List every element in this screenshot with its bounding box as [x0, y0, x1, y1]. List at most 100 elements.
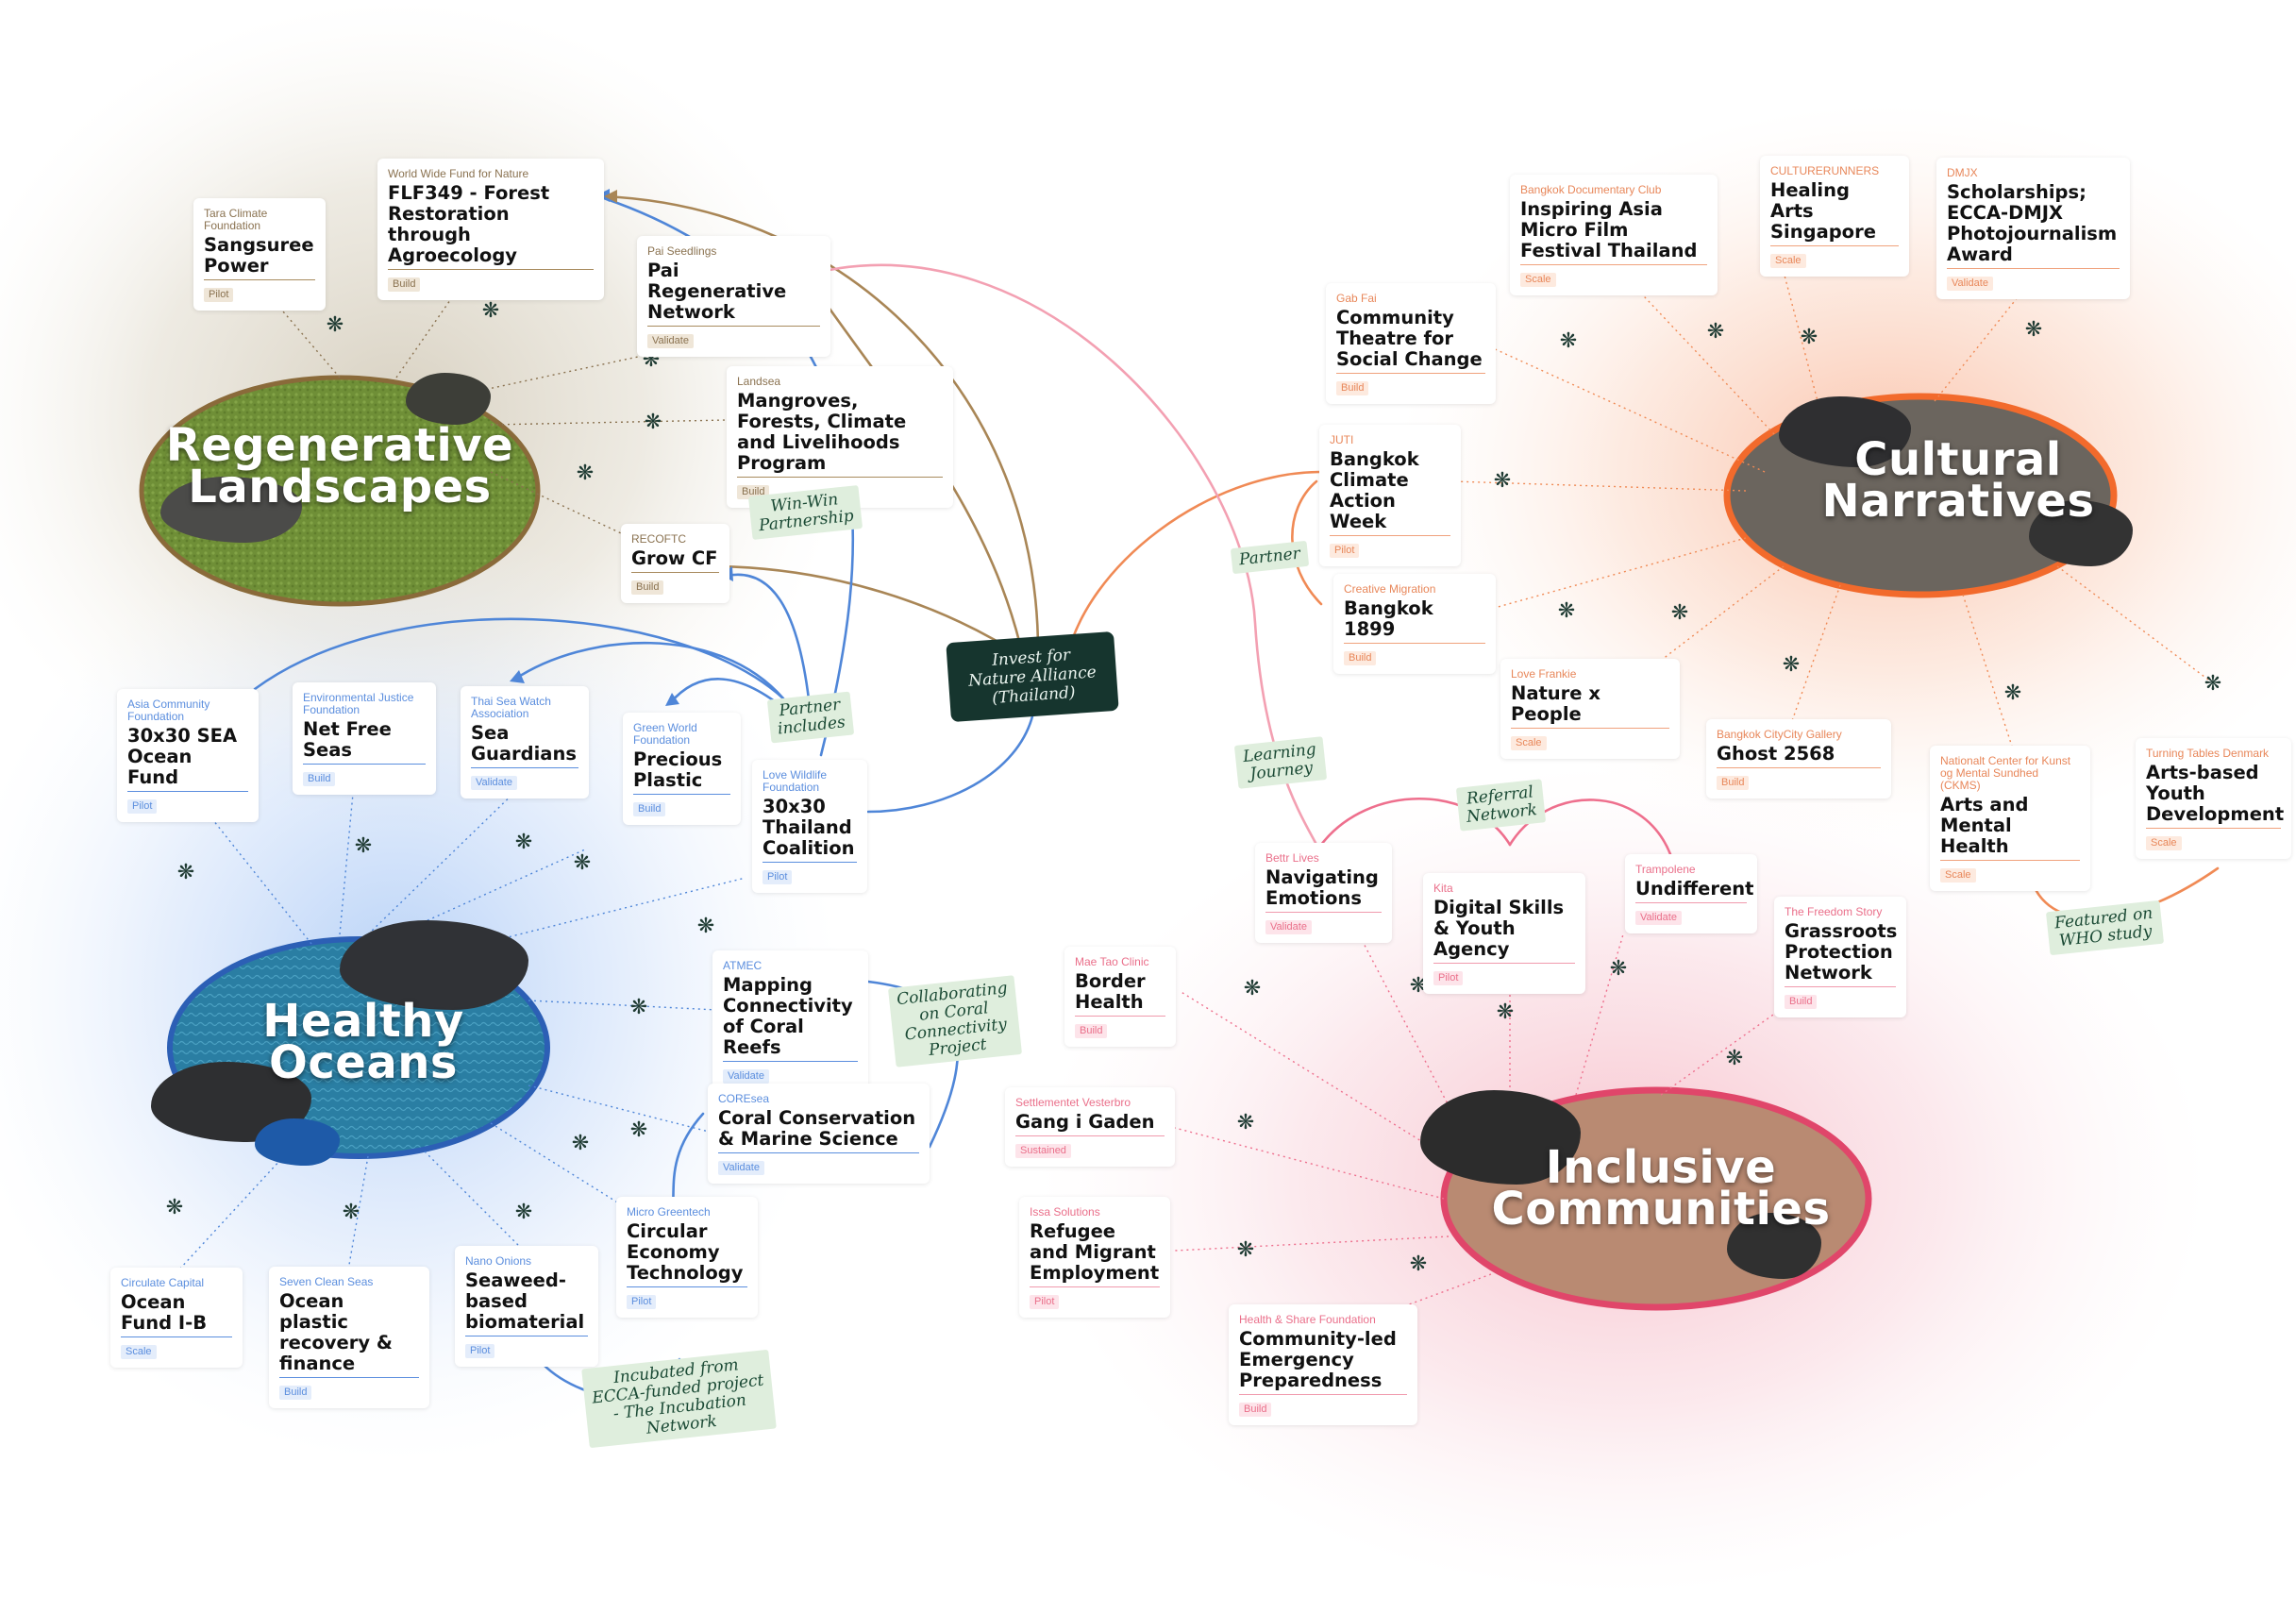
stage-badge: Pilot: [1433, 971, 1463, 985]
project-title: 30x30 SEA Ocean Fund: [127, 726, 248, 792]
asterisk-icon: ❋: [1495, 1002, 1516, 1023]
stage-badge: Pilot: [1330, 544, 1359, 558]
asterisk-icon: ❋: [628, 1120, 649, 1141]
project-card[interactable]: Creative Migration Bangkok 1899 Build: [1333, 574, 1496, 674]
project-card[interactable]: The Freedom Story Grassroots Protection …: [1774, 897, 1906, 1017]
project-title: Mangroves, Forests, Climate and Liveliho…: [737, 391, 943, 478]
asterisk-icon: ❋: [696, 916, 716, 937]
project-card[interactable]: DMJX Scholarships; ECCA-DMJX Photojourna…: [1936, 158, 2130, 299]
project-title: Precious Plastic: [633, 749, 730, 795]
asterisk-icon: ❋: [325, 315, 345, 336]
project-card[interactable]: Green World Foundation Precious Plastic …: [623, 713, 741, 825]
org-name: Nano Onions: [465, 1255, 588, 1268]
stage-badge: Scale: [121, 1345, 157, 1359]
project-title: 30x30 Thailand Coalition: [763, 797, 857, 863]
stage-badge: Validate: [471, 776, 517, 790]
asterisk-icon: ❋: [2023, 320, 2044, 341]
project-card[interactable]: Nationalt Center for Kunst og Mental Sun…: [1930, 746, 2090, 891]
project-card[interactable]: Love Frankie Nature x People Scale: [1500, 659, 1680, 759]
project-card[interactable]: CULTURERUNNERS Healing Arts Singapore Sc…: [1760, 156, 1909, 277]
org-name: DMJX: [1947, 167, 2120, 179]
project-card[interactable]: Kita Digital Skills & Youth Agency Pilot: [1423, 873, 1585, 994]
project-title: Community-led Emergency Preparedness: [1239, 1329, 1407, 1395]
asterisk-icon: ❋: [1799, 328, 1819, 348]
project-card[interactable]: Love Wildlife Foundation 30x30 Thailand …: [752, 760, 867, 893]
project-card[interactable]: Turning Tables Denmark Arts-based Youth …: [2136, 738, 2291, 859]
hub-regenerative-landscapes[interactable]: Regenerative Landscapes: [142, 425, 538, 508]
project-card[interactable]: Pai Seedlings Pai Regenerative Network V…: [637, 236, 830, 357]
org-name: Issa Solutions: [1030, 1206, 1160, 1219]
stage-badge: Build: [1717, 776, 1749, 790]
project-card[interactable]: Bangkok CityCity Gallery Ghost 2568 Buil…: [1706, 719, 1891, 798]
project-card[interactable]: World Wide Fund for Nature FLF349 - Fore…: [377, 159, 604, 300]
stage-badge: Scale: [1770, 254, 1806, 268]
stage-badge: Validate: [1265, 920, 1312, 934]
org-name: CULTURERUNNERS: [1770, 165, 1899, 177]
hub-inclusive-communities[interactable]: Inclusive Communities: [1472, 1147, 1850, 1230]
project-card[interactable]: Tara Climate Foundation Sangsuree Power …: [193, 198, 326, 311]
project-card[interactable]: Seven Clean Seas Ocean plastic recovery …: [269, 1267, 429, 1408]
project-card[interactable]: Issa Solutions Refugee and Migrant Emplo…: [1019, 1197, 1170, 1318]
stage-badge: Build: [1336, 381, 1368, 395]
project-title: Arts and Mental Health: [1940, 795, 2080, 861]
stage-badge: Pilot: [627, 1295, 656, 1309]
asterisk-icon: ❋: [1408, 1254, 1429, 1275]
stage-badge: Pilot: [127, 799, 157, 814]
stage-badge: Pilot: [465, 1344, 494, 1358]
hub-label: Cultural Narratives: [1821, 433, 2094, 528]
project-card[interactable]: Nano Onions Seaweed-based biomaterial Pi…: [455, 1246, 598, 1367]
stage-badge: Validate: [1635, 911, 1682, 925]
project-card[interactable]: Environmental Justice Foundation Net Fre…: [293, 682, 436, 795]
project-title: Grow CF: [631, 548, 719, 573]
project-card[interactable]: Bettr Lives Navigating Emotions Validate: [1255, 843, 1392, 943]
org-name: Tara Climate Foundation: [204, 208, 315, 232]
project-card[interactable]: COREsea Coral Conservation & Marine Scie…: [708, 1084, 930, 1184]
project-card[interactable]: Asia Community Foundation 30x30 SEA Ocea…: [117, 689, 259, 822]
project-card[interactable]: Mae Tao Clinic Border Health Build: [1064, 947, 1176, 1047]
stage-badge: Scale: [1511, 736, 1547, 750]
project-title: Grassroots Protection Network: [1785, 921, 1896, 987]
project-card[interactable]: Gab Fai Community Theatre for Social Cha…: [1326, 283, 1496, 404]
org-name: Bettr Lives: [1265, 852, 1382, 865]
project-card[interactable]: JUTI Bangkok Climate Action Week Pilot: [1319, 425, 1461, 566]
org-name: Gab Fai: [1336, 293, 1485, 305]
org-name: Love Frankie: [1511, 668, 1669, 681]
asterisk-icon: ❋: [513, 832, 534, 853]
project-card[interactable]: Trampolene Undifferent Validate: [1625, 854, 1757, 933]
project-title: Digital Skills & Youth Agency: [1433, 898, 1575, 964]
asterisk-icon: ❋: [1235, 1240, 1256, 1261]
hub-cultural-narratives[interactable]: Cultural Narratives: [1774, 439, 2142, 522]
org-name: World Wide Fund for Nature: [388, 168, 594, 180]
hub-label: Inclusive Communities: [1491, 1141, 1830, 1236]
hub-label: Healthy Oceans: [262, 995, 463, 1089]
stage-badge: Pilot: [763, 870, 792, 884]
note-partner-includes: Partner includes: [767, 692, 854, 744]
asterisk-icon: ❋: [353, 836, 374, 857]
project-card[interactable]: ATMEC Mapping Connectivity of Coral Reef…: [712, 950, 868, 1092]
asterisk-icon: ❋: [1242, 979, 1263, 1000]
project-title: Sangsuree Power: [204, 235, 315, 280]
project-card[interactable]: Micro Greentech Circular Economy Technol…: [616, 1197, 758, 1318]
org-name: Micro Greentech: [627, 1206, 747, 1219]
asterisk-icon: ❋: [643, 412, 663, 433]
stage-badge: Validate: [1947, 277, 1993, 291]
org-name: Seven Clean Seas: [279, 1276, 419, 1288]
project-card[interactable]: Thai Sea Watch Association Sea Guardians…: [461, 686, 589, 798]
note-collaborating-coral: Collaborating on Coral Connectivity Proj…: [888, 975, 1022, 1067]
hub-healthy-oceans[interactable]: Healthy Oceans: [193, 1000, 533, 1084]
project-card[interactable]: Circulate Capital Ocean Fund I-B Scale: [110, 1268, 243, 1368]
project-title: Pai Regenerative Network: [647, 261, 820, 327]
asterisk-icon: ❋: [628, 998, 649, 1018]
project-card[interactable]: Health & Share Foundation Community-led …: [1229, 1304, 1417, 1425]
project-card[interactable]: RECOFTC Grow CF Build: [621, 524, 729, 603]
org-name: Circulate Capital: [121, 1277, 232, 1289]
asterisk-icon: ❋: [1608, 959, 1629, 980]
project-card[interactable]: Bangkok Documentary Club Inspiring Asia …: [1510, 175, 1718, 295]
org-name: Green World Foundation: [633, 722, 730, 747]
asterisk-icon: ❋: [570, 1134, 591, 1154]
stage-badge: Validate: [647, 334, 694, 348]
project-card[interactable]: Settlementet Vesterbro Gang i Gaden Sust…: [1005, 1087, 1175, 1167]
alliance-badge[interactable]: Invest for Nature Alliance (Thailand): [946, 631, 1118, 722]
project-title: Coral Conservation & Marine Science: [718, 1108, 919, 1153]
